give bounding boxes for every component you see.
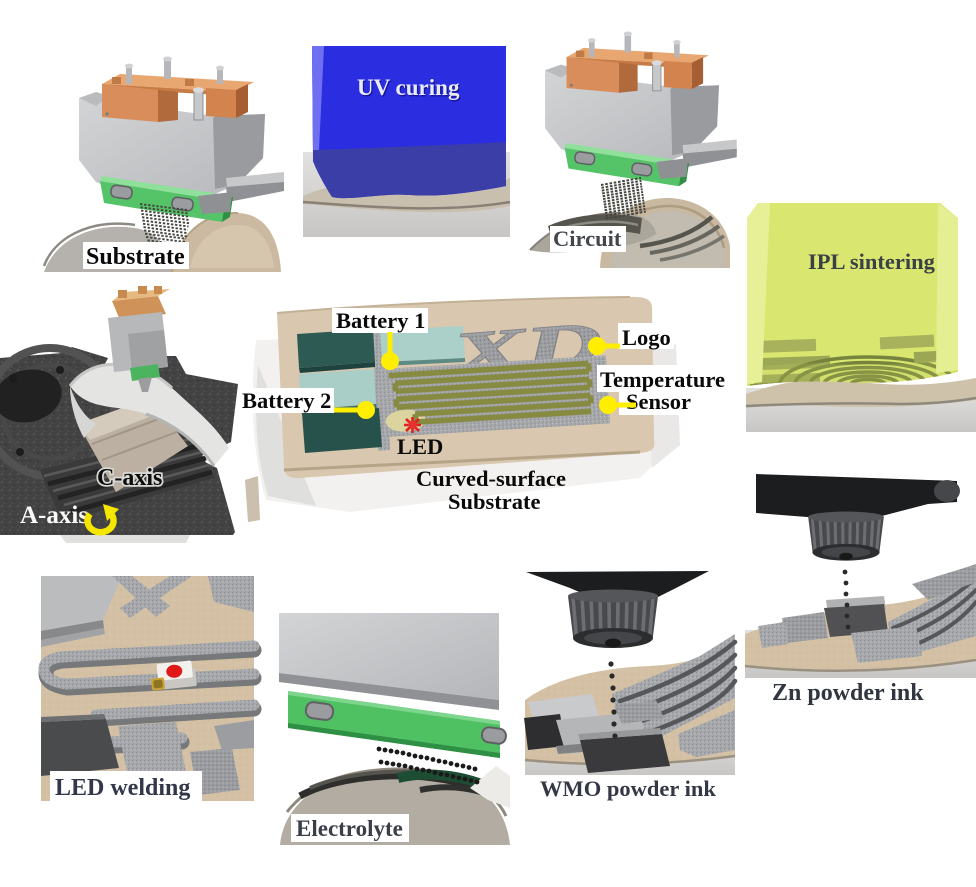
svg-text:Curved-surface: Curved-surface xyxy=(416,466,566,491)
svg-text:UV curing: UV curing xyxy=(358,76,461,101)
svg-text:A-axis: A-axis xyxy=(20,502,88,529)
svg-text:UV curing: UV curing xyxy=(357,75,460,100)
svg-text:Battery 1: Battery 1 xyxy=(336,308,425,333)
svg-text:Temperature: Temperature xyxy=(600,367,725,392)
svg-text:WMO powder ink: WMO powder ink xyxy=(540,776,716,801)
svg-text:LED welding: LED welding xyxy=(55,775,190,801)
svg-text:Sensor: Sensor xyxy=(626,389,691,414)
svg-text:LED: LED xyxy=(397,434,443,459)
svg-text:Substrate: Substrate xyxy=(86,244,185,270)
svg-text:IPL sintering: IPL sintering xyxy=(808,249,936,274)
svg-text:Battery 2: Battery 2 xyxy=(242,388,331,413)
svg-text:C-axis: C-axis xyxy=(97,465,162,491)
svg-text:Electrolyte: Electrolyte xyxy=(296,816,403,841)
svg-text:Circuit: Circuit xyxy=(553,226,622,251)
svg-text:Zn powder ink: Zn powder ink xyxy=(772,680,924,706)
svg-text:Logo: Logo xyxy=(622,325,671,350)
svg-text:Substrate: Substrate xyxy=(448,489,541,514)
